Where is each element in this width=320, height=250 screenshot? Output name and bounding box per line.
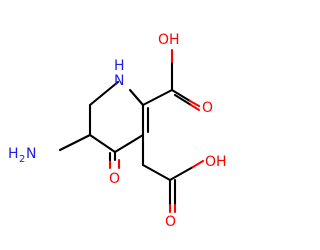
bond-cooh2-oh xyxy=(168,165,195,182)
bond-cooh-o-red-b xyxy=(189,103,201,112)
molecule-canvas: H N H 2 N O OH O O OH xyxy=(8,32,227,230)
ring-nh-h-label: H xyxy=(114,58,125,74)
acid2-oh-label: OH xyxy=(205,154,227,170)
bond-ch-amine xyxy=(58,133,92,152)
ring-n-label: N xyxy=(114,73,124,89)
bond-c2-n xyxy=(128,88,145,107)
bond-cooh-o xyxy=(170,88,192,103)
bond-n-ch2 xyxy=(88,80,120,107)
molecule-structure: H N H 2 N O OH O O OH xyxy=(8,32,227,230)
amine-subscript-label: 2 xyxy=(19,154,25,165)
bond-cooh-o-red-a xyxy=(188,99,201,108)
amine-n-label: N xyxy=(26,146,36,162)
bond-cooh2-oh-red xyxy=(191,159,205,169)
acid1-o-label: O xyxy=(202,100,213,116)
acid2-o-label: O xyxy=(165,214,176,230)
bond-cooh-o-double xyxy=(173,93,193,107)
amine-h-label: H xyxy=(8,146,19,162)
bond-c2-cooh xyxy=(141,88,174,107)
ketone-o-label: O xyxy=(109,171,120,187)
bond-ch2-cooh xyxy=(141,163,172,182)
bond-ch-co xyxy=(88,133,117,154)
bond-co-c3 xyxy=(113,133,145,154)
acid1-oh-label: OH xyxy=(158,32,180,48)
